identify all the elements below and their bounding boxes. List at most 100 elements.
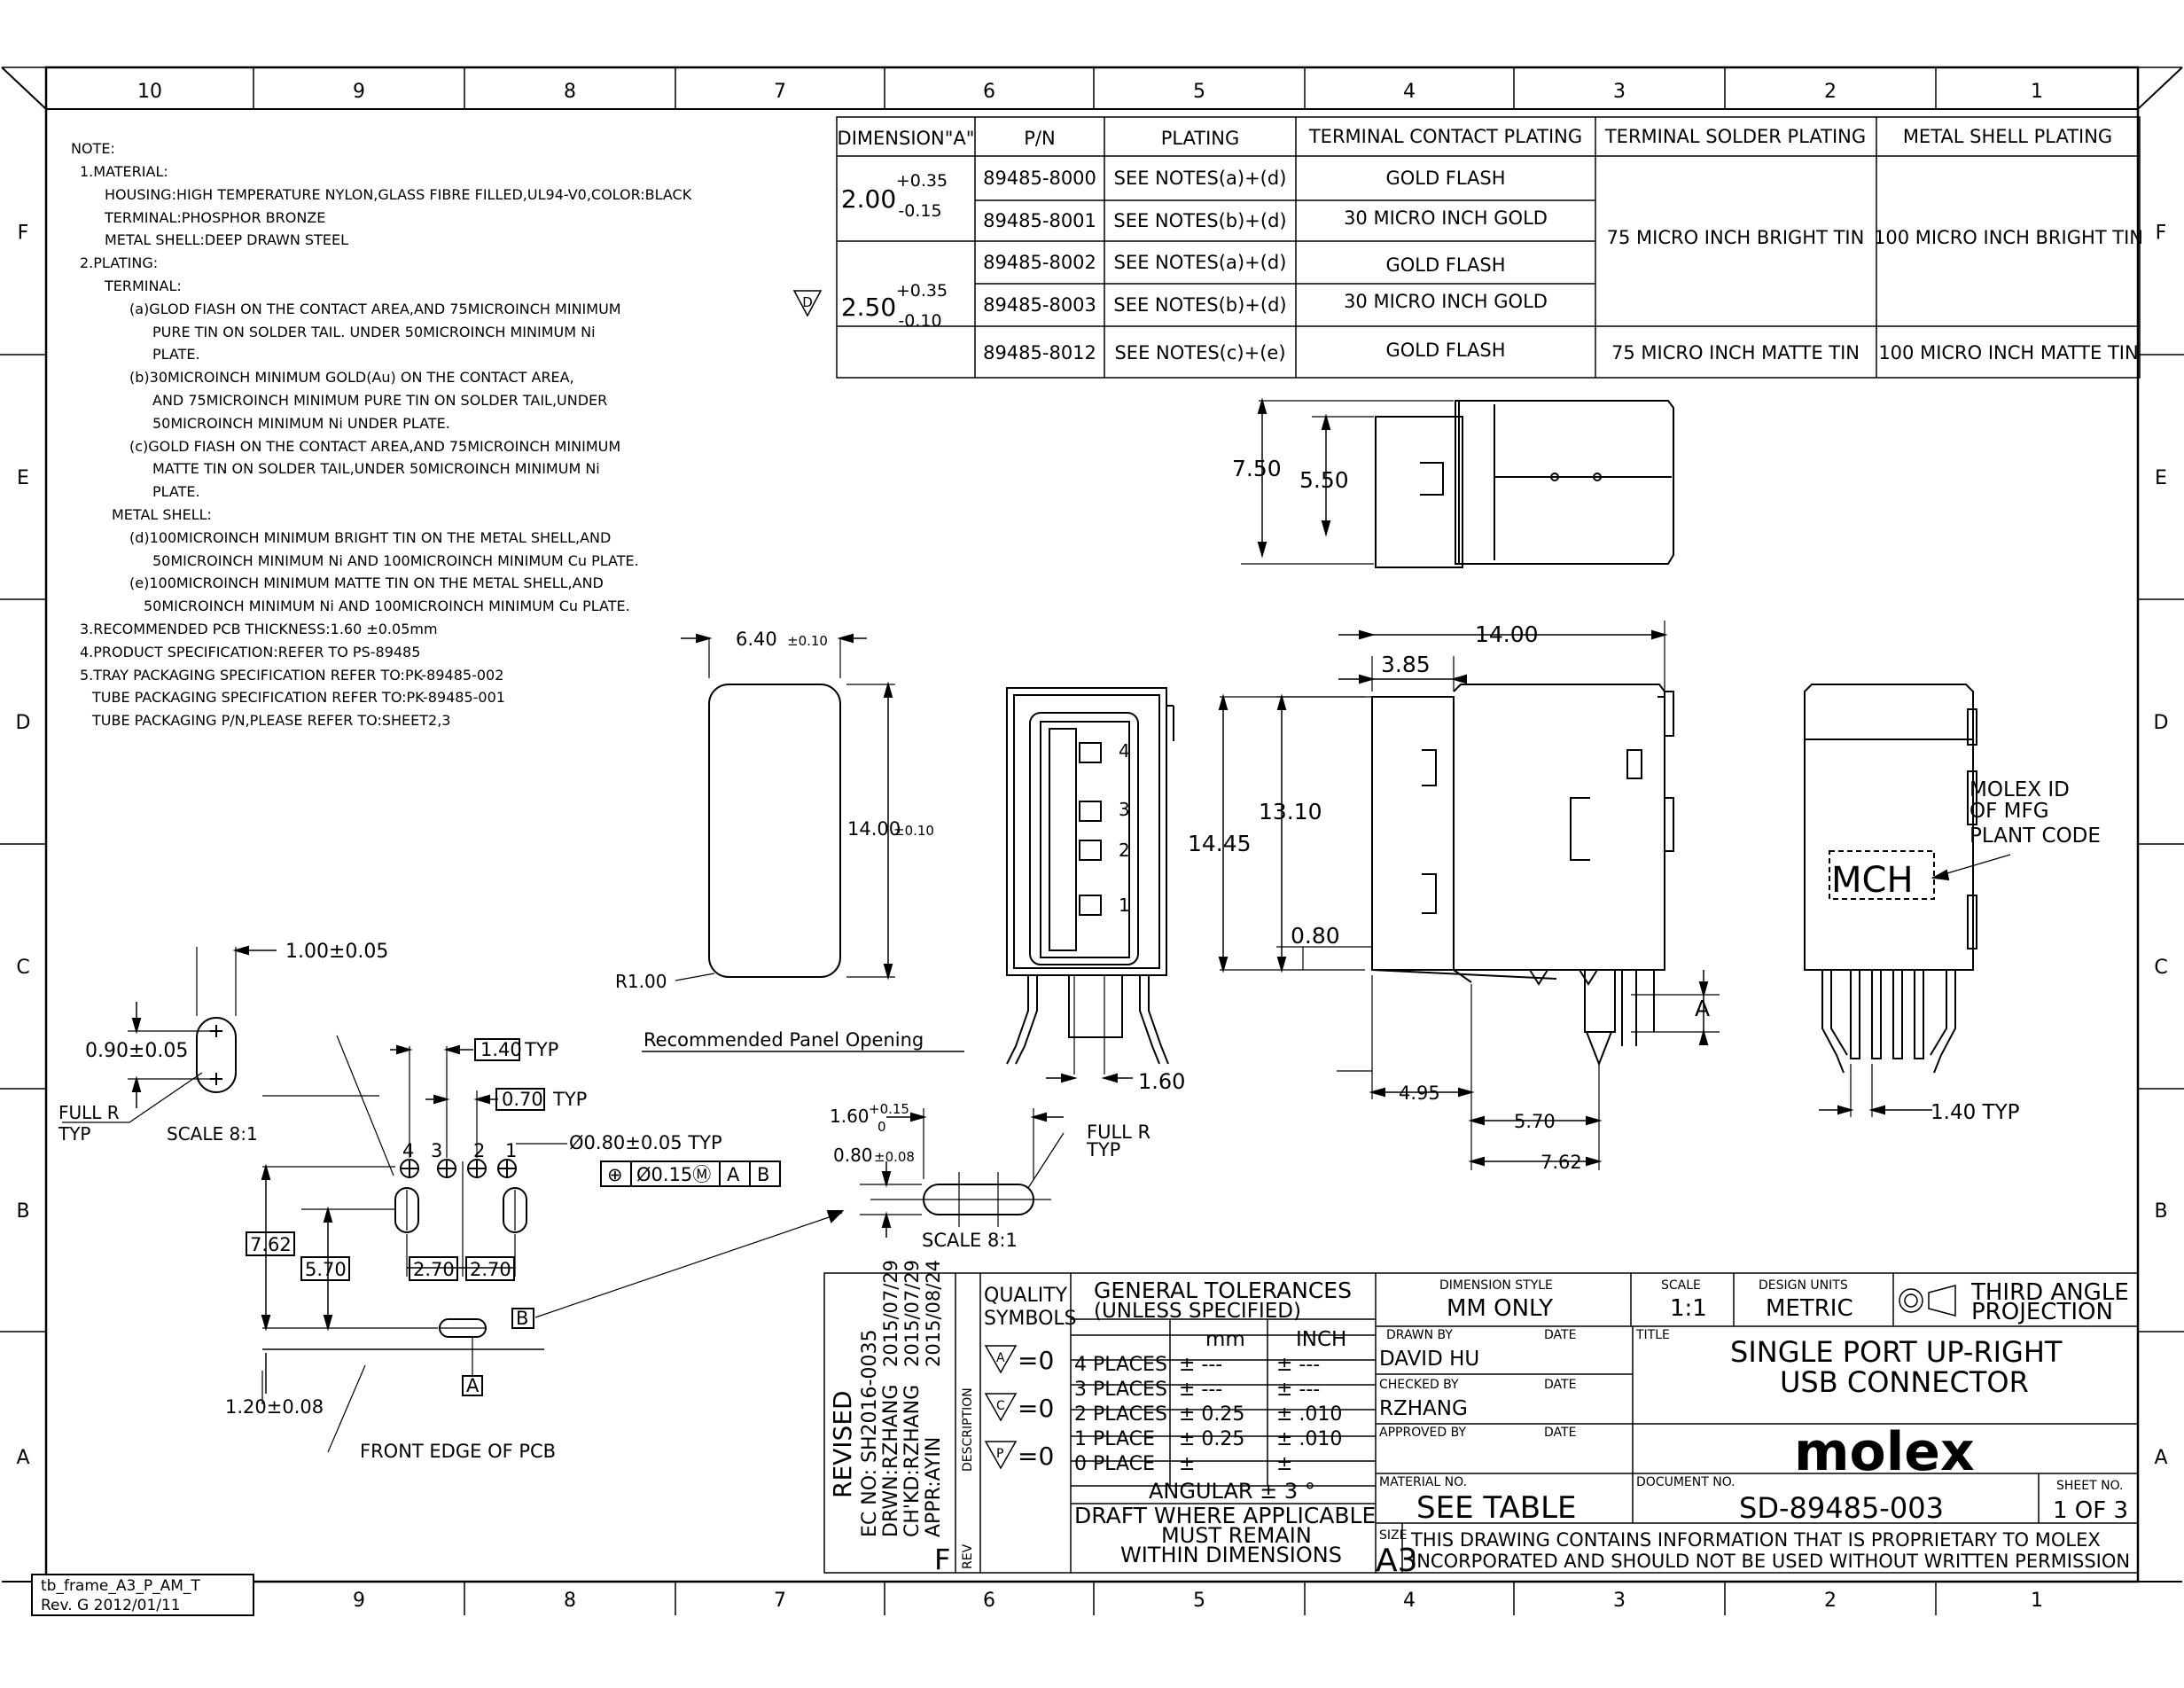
- note-line: TUBE PACKAGING P/N,PLEASE REFER TO:SHEET…: [92, 712, 451, 730]
- side-width-3-85: 3.85: [1381, 652, 1431, 677]
- slot-detail: [62, 945, 277, 1123]
- q-letter-a: A: [996, 1351, 1005, 1365]
- tol-row-mm: ±: [1179, 1453, 1195, 1475]
- revised-ec: EC NO: SH2016-0035: [859, 1330, 881, 1537]
- units-label: DESIGN UNITS: [1759, 1278, 1848, 1293]
- pcb-pitch-0-70-typ: TYP: [552, 1089, 587, 1110]
- slot-detail-center: [860, 1108, 1065, 1238]
- th-shell: METAL SHELL PLATING: [1903, 126, 2112, 147]
- dim-5-50: 5.50: [1299, 467, 1349, 493]
- revised-date-3: 2015/08/24: [923, 1260, 944, 1367]
- material-label: MATERIAL NO.: [1379, 1475, 1467, 1489]
- contact-row-3: GOLD FLASH: [1385, 254, 1505, 276]
- note-line: (e)100MICROINCH MINIMUM MATTE TIN ON THE…: [129, 574, 604, 592]
- q-letter-c: C: [996, 1399, 1005, 1413]
- contact-row-4: 30 MICRO INCH GOLD: [1344, 291, 1548, 312]
- revision-letter: F: [934, 1543, 950, 1576]
- dim-a-2-plus: +0.35: [896, 281, 948, 301]
- side-4-95: 4.95: [1399, 1082, 1440, 1104]
- front-pin-label-3: 3: [1119, 799, 1130, 820]
- tol-row-label: 1 PLACE: [1074, 1428, 1155, 1450]
- note-line: HOUSING:HIGH TEMPERATURE NYLON,GLASS FIB…: [105, 185, 692, 203]
- pn-row-5: 89485-8012: [983, 342, 1096, 363]
- title-line-1: SINGLE PORT UP-RIGHT: [1730, 1335, 2063, 1369]
- checked-by: RZHANG: [1379, 1397, 1468, 1420]
- size-value: A3: [1376, 1543, 1418, 1579]
- tol-row-inch: ± ---: [1276, 1354, 1320, 1376]
- gen-tol-2: (UNLESS SPECIFIED): [1094, 1300, 1301, 1323]
- row-label-left: D: [16, 712, 31, 734]
- front-width: 1.60: [1138, 1069, 1185, 1094]
- rear-note-line-1: MOLEX ID: [1970, 778, 2070, 801]
- panel-radius: R1.00: [615, 971, 667, 992]
- note-line: 50MICROINCH MINIMUM Ni UNDER PLATE.: [152, 414, 450, 432]
- frame-id-box: tb_frame_A3_P_AM_T Rev. G 2012/01/11: [31, 1574, 254, 1616]
- notes-heading: NOTE:: [71, 140, 115, 157]
- frame-rev: Rev. G 2012/01/11: [41, 1597, 181, 1614]
- pcb-pin-2: 2: [473, 1140, 485, 1161]
- q-letter-p: P: [996, 1447, 1003, 1461]
- dim-style-label: DIMENSION STYLE: [1439, 1278, 1553, 1293]
- proprietary-2: INCORPORATED AND SHOULD NOT BE USED WITH…: [1411, 1551, 2130, 1572]
- column-label-bottom: 2: [1824, 1590, 1837, 1612]
- dim-a-2: 2.50: [841, 293, 896, 322]
- column-label-top: 4: [1403, 81, 1416, 103]
- pcb-pin-3: 3: [431, 1140, 442, 1161]
- frame-id: tb_frame_A3_P_AM_T: [41, 1577, 200, 1595]
- pcb-dim-5-70: 5.70: [305, 1259, 347, 1280]
- tol-row-label: 4 PLACES: [1074, 1354, 1167, 1376]
- det-typ: TYP: [1086, 1139, 1120, 1160]
- row-label-left: B: [16, 1200, 29, 1223]
- slot-scale: SCALE 8:1: [167, 1123, 258, 1145]
- row-label-right: F: [2156, 223, 2167, 245]
- revised-appr: APPR:AYIN: [923, 1437, 945, 1537]
- front-pin-label-4: 4: [1119, 740, 1130, 762]
- revised-title: REVISED: [828, 1390, 857, 1498]
- contact-row-1: GOLD FLASH: [1385, 168, 1505, 189]
- row-label-left: C: [16, 957, 29, 979]
- part-number-table: [792, 116, 2141, 379]
- th-plating: PLATING: [1161, 128, 1240, 149]
- gen-tol-1: GENERAL TOLERANCES: [1094, 1278, 1352, 1303]
- rear-plant-code: MCH: [1831, 860, 1914, 901]
- revised-date-1: 2015/07/29: [880, 1260, 901, 1367]
- dim-a-1-plus: +0.35: [896, 171, 948, 191]
- rear-view: [1804, 684, 2011, 1117]
- rear-note-line-2: OF MFG: [1970, 800, 2049, 823]
- slot-height: 0.90±0.05: [85, 1040, 188, 1062]
- front-pin-label-1: 1: [1119, 895, 1130, 916]
- column-label-bottom: 1: [2031, 1590, 2043, 1612]
- description-label: DESCRIPTION: [961, 1387, 975, 1472]
- front-pin-label-2: 2: [1119, 840, 1130, 861]
- checked-date-label: DATE: [1544, 1378, 1576, 1392]
- th-pn: P/N: [1024, 128, 1055, 149]
- det-width-plus: +0.15: [869, 1101, 909, 1117]
- tol-row-label: 3 PLACES: [1074, 1379, 1167, 1401]
- pcb-pin-4: 4: [402, 1140, 414, 1161]
- plating-row-5: SEE NOTES(c)+(e): [1114, 342, 1285, 363]
- pn-row-2: 89485-8001: [983, 210, 1096, 231]
- th-dimension: DIMENSION"A": [838, 128, 975, 149]
- side-7-62: 7.62: [1540, 1152, 1582, 1173]
- note-line: (c)GOLD FIASH ON THE CONTACT AREA,AND 75…: [129, 437, 621, 455]
- draft-2: MUST REMAIN: [1161, 1523, 1312, 1548]
- note-line: MATTE TIN ON SOLDER TAIL,UNDER 50MICROIN…: [152, 460, 600, 478]
- drawn-label: DRAWN BY: [1386, 1328, 1453, 1342]
- side-5-70: 5.70: [1514, 1111, 1556, 1132]
- row-label-right: E: [2155, 467, 2167, 489]
- panel-opening-view: [642, 633, 964, 1052]
- det-scale: SCALE 8:1: [922, 1230, 1018, 1251]
- tol-row-mm: ± ---: [1179, 1354, 1222, 1376]
- note-line: TUBE PACKAGING SPECIFICATION REFER TO:PK…: [92, 689, 505, 707]
- drawn-by: DAVID HU: [1379, 1348, 1479, 1371]
- th-solder: TERMINAL SOLDER PLATING: [1604, 126, 1866, 147]
- panel-label: Recommended Panel Opening: [644, 1029, 924, 1051]
- plating-row-3: SEE NOTES(a)+(d): [1114, 252, 1287, 273]
- row-label-left: E: [17, 467, 29, 489]
- note-line: PLATE.: [152, 346, 200, 363]
- rev-label: REV: [961, 1543, 975, 1569]
- panel-height-tol: ±0.10: [893, 823, 934, 839]
- column-label-top: 3: [1613, 81, 1626, 103]
- symbols-label: SYMBOLS: [984, 1308, 1077, 1330]
- panel-width: 6.40: [736, 629, 777, 650]
